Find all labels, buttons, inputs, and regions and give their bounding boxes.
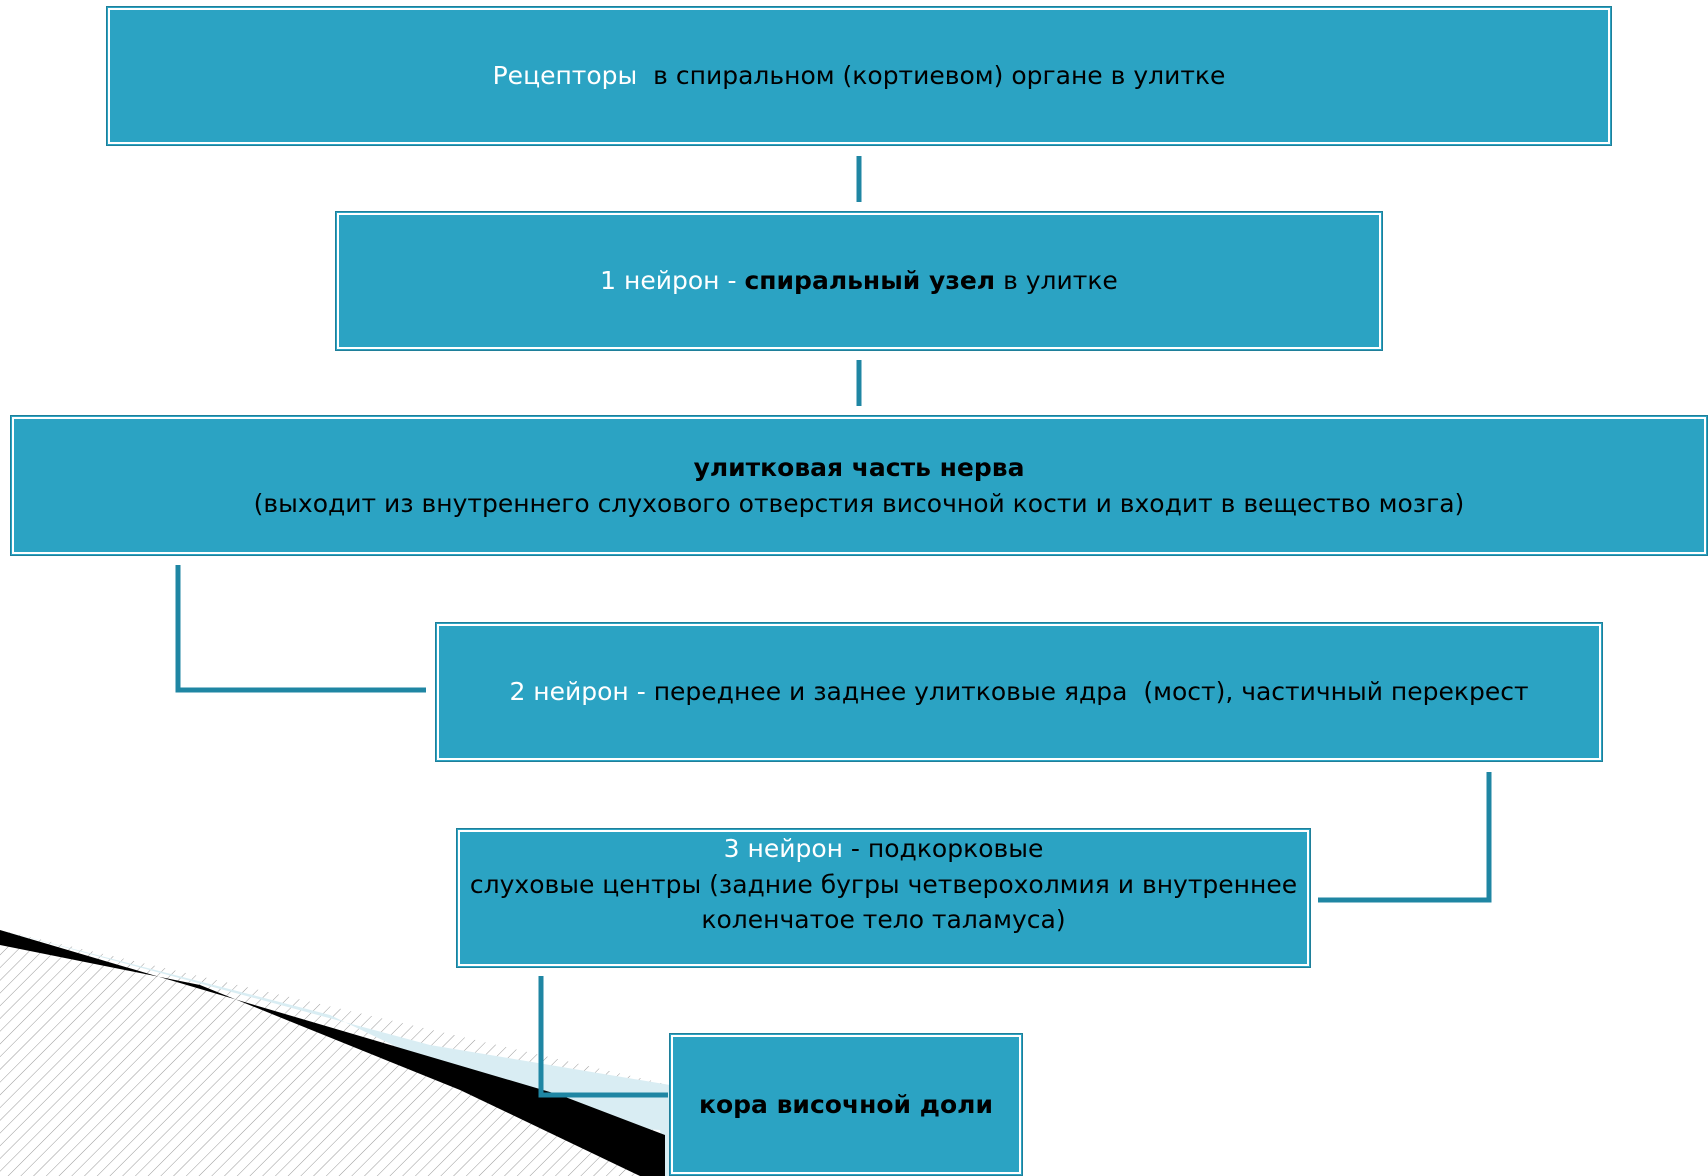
neuron3-line3: коленчатое тело таламуса)	[701, 905, 1066, 934]
neuron3-line1: 3 нейрон - подкорковые	[724, 831, 1044, 867]
neuron2-dash: -	[628, 677, 654, 707]
neuron2-term: 2 нейрон	[509, 677, 629, 707]
cochlear-nerve-description: (выходит из внутреннего слухового отверс…	[253, 488, 1465, 518]
neuron3-line2: слуховые центры (задние бугры четверохол…	[469, 869, 1298, 899]
neuron2-rest: переднее и заднее улитковые ядра (мост),…	[653, 677, 1529, 707]
cochlear-nerve-title: улитковая часть нерва	[693, 453, 1025, 482]
connectors	[175, 156, 1492, 1098]
neuron1-rest: в улитке	[995, 266, 1118, 296]
connector-neuron2-neuron3	[1318, 772, 1492, 903]
neuron2-text: 2 нейрон - переднее и заднее улитковые я…	[509, 674, 1528, 710]
cortex-box: кора височной доли	[669, 1033, 1023, 1176]
cortex-title: кора височной доли	[699, 1089, 993, 1119]
receptors-box: Рецепторы в спиральном (кортиевом) орган…	[106, 6, 1612, 146]
corner-decoration	[0, 930, 670, 1176]
neuron3-rest1: - подкорковые	[842, 834, 1044, 863]
receptors-text: Рецепторы в спиральном (кортиевом) орган…	[493, 58, 1226, 94]
neuron3-box: 3 нейрон - подкорковые слуховые центры (…	[456, 828, 1311, 968]
receptors-term: Рецепторы	[492, 61, 638, 91]
neuron2-box: 2 нейрон - переднее и заднее улитковые я…	[435, 622, 1603, 762]
neuron1-term: 1 нейрон	[600, 266, 720, 296]
connector-nerve-neuron2	[175, 565, 426, 693]
neuron1-text: 1 нейрон - спиральный узел в улитке	[600, 263, 1118, 299]
neuron3-term: 3 нейрон	[723, 834, 843, 863]
neuron1-dash: -	[719, 266, 745, 296]
neuron1-box: 1 нейрон - спиральный узел в улитке	[335, 211, 1383, 351]
connector-neuron3-cortex	[538, 976, 668, 1098]
receptors-rest: в спиральном (кортиевом) органе в улитке	[637, 61, 1226, 91]
cochlear-nerve-box: улитковая часть нерва (выходит из внутре…	[10, 415, 1708, 556]
neuron1-structure: спиральный узел	[744, 266, 996, 296]
